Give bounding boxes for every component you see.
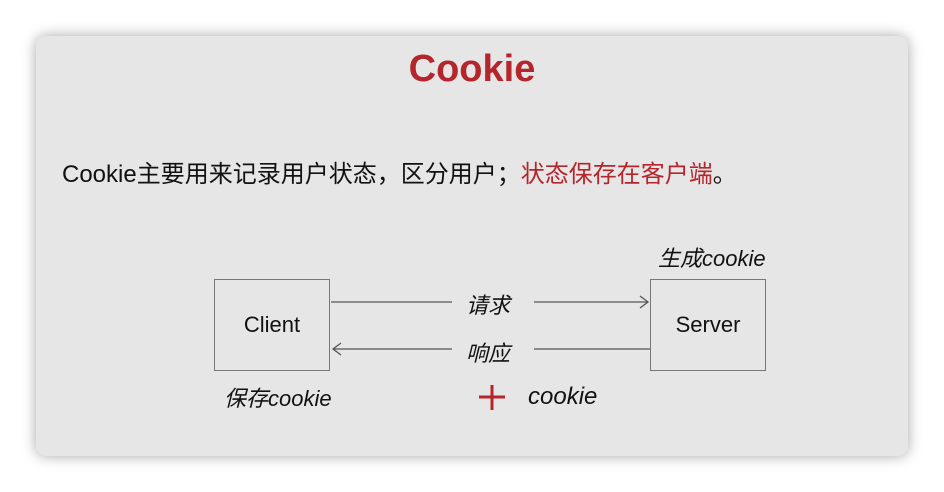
server-box: Server <box>650 279 766 371</box>
server-note: 生成cookie <box>658 246 766 271</box>
plus-cookie-note: cookie <box>528 383 598 410</box>
slide-card: Cookie Cookie主要用来记录用户状态，区分用户；状态保存在客户端。 C… <box>36 36 908 456</box>
description-main: Cookie主要用来记录用户状态，区分用户； <box>62 161 521 188</box>
request-label: 请求 <box>466 293 511 318</box>
description: Cookie主要用来记录用户状态，区分用户；状态保存在客户端。 <box>62 154 737 189</box>
response-label: 响应 <box>466 341 511 366</box>
arrows <box>331 295 650 410</box>
description-highlight: 状态保存在客户端 <box>520 161 713 188</box>
client-note: 保存cookie <box>224 386 332 411</box>
client-box: Client <box>214 279 330 371</box>
description-end: 。 <box>712 161 737 188</box>
request-arrowhead <box>639 295 650 309</box>
slide-title: Cookie <box>408 48 536 90</box>
plus-icon <box>479 385 505 410</box>
response-arrowhead <box>331 342 342 356</box>
